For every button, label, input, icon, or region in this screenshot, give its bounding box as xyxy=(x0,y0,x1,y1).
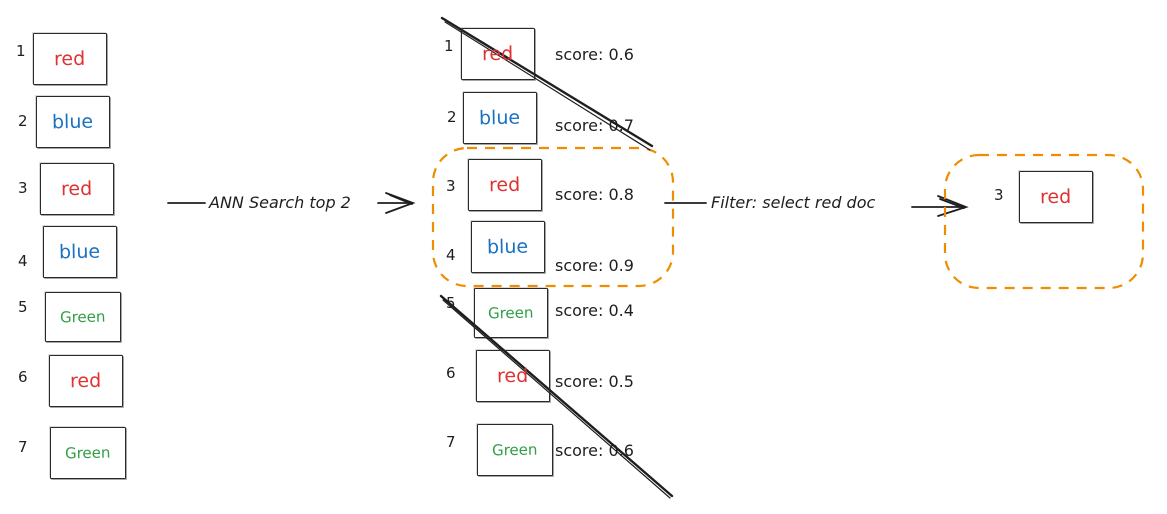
doc-number: 2 xyxy=(18,112,28,130)
doc-label: Green xyxy=(488,303,534,323)
doc-number: 6 xyxy=(18,368,28,386)
doc-box-green: Green xyxy=(474,288,548,338)
doc-label: red xyxy=(482,42,514,66)
doc-number: 4 xyxy=(18,252,28,270)
doc-box-red: red xyxy=(476,350,550,402)
doc-number: 1 xyxy=(16,42,26,60)
doc-number: 5 xyxy=(18,298,28,316)
doc-number: 4 xyxy=(446,246,456,264)
ann-search-label: ANN Search top 2 xyxy=(207,193,353,212)
doc-number: 3 xyxy=(446,177,456,195)
doc-box-blue: blue xyxy=(43,226,117,278)
result-highlight xyxy=(943,153,1145,290)
doc-label: blue xyxy=(479,106,521,130)
doc-number: 6 xyxy=(446,364,456,382)
doc-number: 5 xyxy=(446,294,456,312)
doc-label: red xyxy=(489,173,521,197)
doc-box-green: Green xyxy=(45,292,121,342)
top2-highlight xyxy=(431,146,675,288)
doc-number: 7 xyxy=(446,433,456,451)
result-box-red: red xyxy=(1019,171,1093,223)
strike-top xyxy=(440,16,654,151)
doc-label: blue xyxy=(487,235,529,259)
doc-box-red: red xyxy=(49,355,123,407)
doc-number: 1 xyxy=(444,37,454,55)
score-text: score: 0.7 xyxy=(555,116,634,135)
doc-number: 3 xyxy=(18,179,28,197)
score-text: score: 0.9 xyxy=(555,256,634,275)
doc-box-red: red xyxy=(40,163,114,215)
doc-box-red: red xyxy=(33,33,107,85)
score-text: score: 0.6 xyxy=(555,45,634,64)
doc-label: red xyxy=(497,364,529,388)
doc-label: Green xyxy=(492,440,538,460)
doc-number: 7 xyxy=(18,438,28,456)
doc-box-blue: blue xyxy=(463,92,537,144)
doc-box-red: red xyxy=(461,28,535,80)
doc-box-blue: blue xyxy=(36,96,110,148)
doc-number: 2 xyxy=(447,108,457,126)
result-number: 3 xyxy=(994,186,1004,204)
doc-box-green: Green xyxy=(50,427,126,479)
ann-search-arrow xyxy=(167,192,416,214)
result-label: red xyxy=(1040,185,1072,209)
doc-box-blue: blue xyxy=(471,221,545,273)
score-text: score: 0.4 xyxy=(555,301,634,320)
doc-box-green: Green xyxy=(477,424,553,476)
score-text: score: 0.6 xyxy=(555,441,634,460)
strike-bottom xyxy=(439,294,674,499)
doc-box-red: red xyxy=(468,159,542,211)
score-text: score: 0.8 xyxy=(555,185,634,204)
filter-label: Filter: select red doc xyxy=(709,193,878,212)
filter-arrow xyxy=(664,195,969,217)
score-text: score: 0.5 xyxy=(555,372,634,391)
